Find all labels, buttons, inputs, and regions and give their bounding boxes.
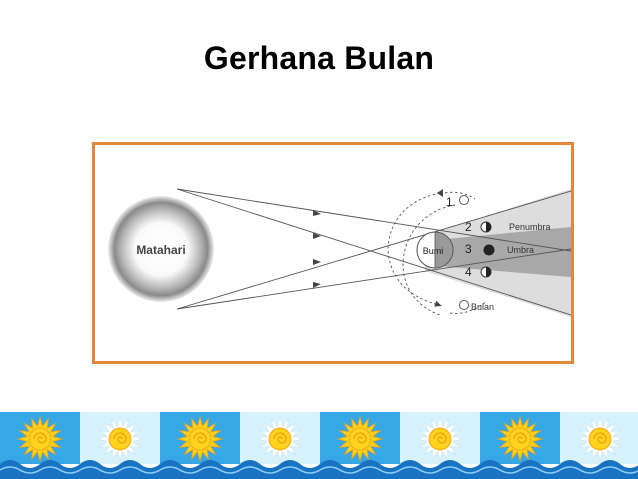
moon-position-4-number: 4 [465,265,472,279]
sun [108,196,214,302]
sun-icon [336,415,384,463]
moon-position-1: 1 [446,195,469,209]
wave-decoration [560,460,638,479]
sun-icon [96,415,144,463]
earth-label: Bumi [423,246,444,256]
earth-night-side [434,231,454,269]
light-rays [176,188,571,316]
moon-position-4: 4 [465,265,492,279]
penumbra-label: Penumbra [509,222,551,232]
umbra-region [425,227,571,277]
decorative-sun-border [0,412,638,479]
orbit-arrow-top [437,189,443,197]
moon-position-1-number: 1 [446,195,453,209]
slide-title: Gerhana Bulan [203,40,435,76]
sun-tile [400,412,480,479]
sun-tile [560,412,638,479]
sun-icon [256,415,304,463]
sun-icon [496,415,544,463]
sun-icon [416,415,464,463]
sun-label: Matahari [136,243,185,257]
sun-tile [320,412,400,479]
orbit-arrow-bottom [434,300,442,307]
moon-position-2: 2 [465,220,492,234]
sun-icon [576,415,624,463]
lunar-eclipse-diagram: Matahari Bumi 1 2 [92,142,574,364]
sun-tile [240,412,320,479]
moon-position-2-number: 2 [465,220,472,234]
sun-tile [80,412,160,479]
sun-tile [0,412,80,479]
sun-tile [160,412,240,479]
sun-icon [176,415,224,463]
ray-arrows [313,210,321,288]
moon-position-3-number: 3 [465,242,472,256]
moon-orbit [402,204,456,316]
moon-position-3: 3 [465,242,495,256]
umbra-label: Umbra [507,245,534,255]
sun-icon [16,415,64,463]
sun-tile [480,412,560,479]
moon-position-5 [459,300,469,310]
moon-label: Bulan [471,302,494,312]
